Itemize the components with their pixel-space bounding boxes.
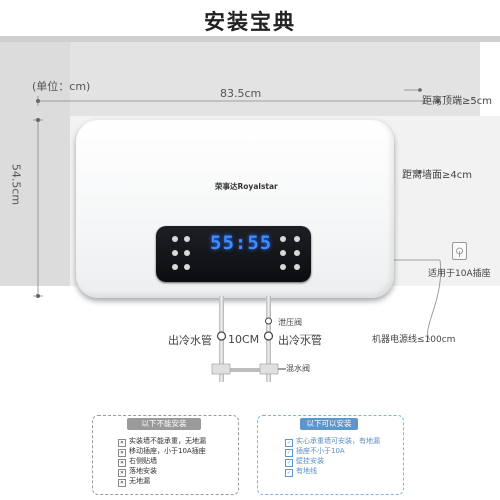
no-install-item: ✕落地安装: [118, 467, 157, 477]
temperature-display: 55:55: [210, 232, 273, 254]
panel-button-function[interactable]: [280, 264, 286, 270]
can-install-item: ✓实心承重墙可安装，有地漏: [285, 437, 380, 447]
panel-button-set[interactable]: [184, 264, 190, 270]
no-install-item: ✕无地漏: [118, 477, 150, 487]
socket-label: 适用于10A插座: [428, 269, 491, 279]
no-install-item: ✕右侧贴墙: [118, 457, 157, 467]
check-icon: ✓: [285, 469, 293, 477]
panel-button-timer[interactable]: [172, 250, 178, 256]
panel-button-down[interactable]: [280, 250, 286, 256]
panel-button-mode[interactable]: [184, 236, 190, 242]
power-cord-label: 机器电源线≤100cm: [372, 335, 456, 345]
panel-button-right-c[interactable]: [294, 264, 300, 270]
cross-icon: ✕: [118, 479, 126, 487]
cross-icon: ✕: [118, 449, 126, 457]
cross-icon: ✕: [118, 439, 126, 447]
relief-valve-label: 泄压阀: [278, 318, 302, 327]
cold-inlet-label: 出冷水管: [168, 334, 212, 347]
pipe-fittings: [211, 317, 286, 375]
cross-icon: ✕: [118, 459, 126, 467]
panel-button-temp[interactable]: [184, 250, 190, 256]
panel-button-up[interactable]: [280, 236, 286, 242]
check-icon: ✓: [285, 459, 293, 467]
no-install-item: ✕移动插座，小于10A插座: [118, 447, 206, 457]
brand-logo: 荣事达Royalstar: [215, 182, 278, 191]
can-install-item: ✓壁挂安装: [285, 457, 324, 467]
cross-icon: ✕: [118, 469, 126, 477]
hot-outlet-label: 出冷水管: [278, 334, 322, 347]
can-install-item: ✓插座不小于10A: [285, 447, 345, 457]
can-install-header: 以下可以安装: [300, 418, 358, 430]
mixing-valve-label: 混水阀: [286, 364, 310, 373]
top-clearance-label: 距离顶端≥5cm: [422, 96, 492, 107]
page-title: 安装宝典: [204, 10, 296, 34]
no-install-item: ✕实装墙不能承重，无地漏: [118, 437, 206, 447]
panel-button-power[interactable]: [172, 236, 178, 242]
unit-label: (单位：cm): [32, 80, 91, 93]
check-icon: ✓: [285, 449, 293, 457]
panel-button-right-a[interactable]: [294, 236, 300, 242]
wall-clearance-label: 距离墙面≥4cm: [402, 170, 472, 181]
height-dimension: 54.5cm: [9, 163, 23, 206]
can-install-item: ✓有地线: [285, 467, 317, 477]
power-socket-icon: [452, 242, 467, 260]
pipe-spacing-label: 10CM: [228, 333, 260, 346]
pipe-joiner: [212, 368, 278, 372]
no-install-header: 以下不能安装: [127, 418, 201, 430]
width-dimension: 83.5cm: [220, 87, 262, 100]
check-icon: ✓: [285, 439, 293, 447]
panel-button-heat[interactable]: [172, 264, 178, 270]
panel-button-right-b[interactable]: [294, 250, 300, 256]
